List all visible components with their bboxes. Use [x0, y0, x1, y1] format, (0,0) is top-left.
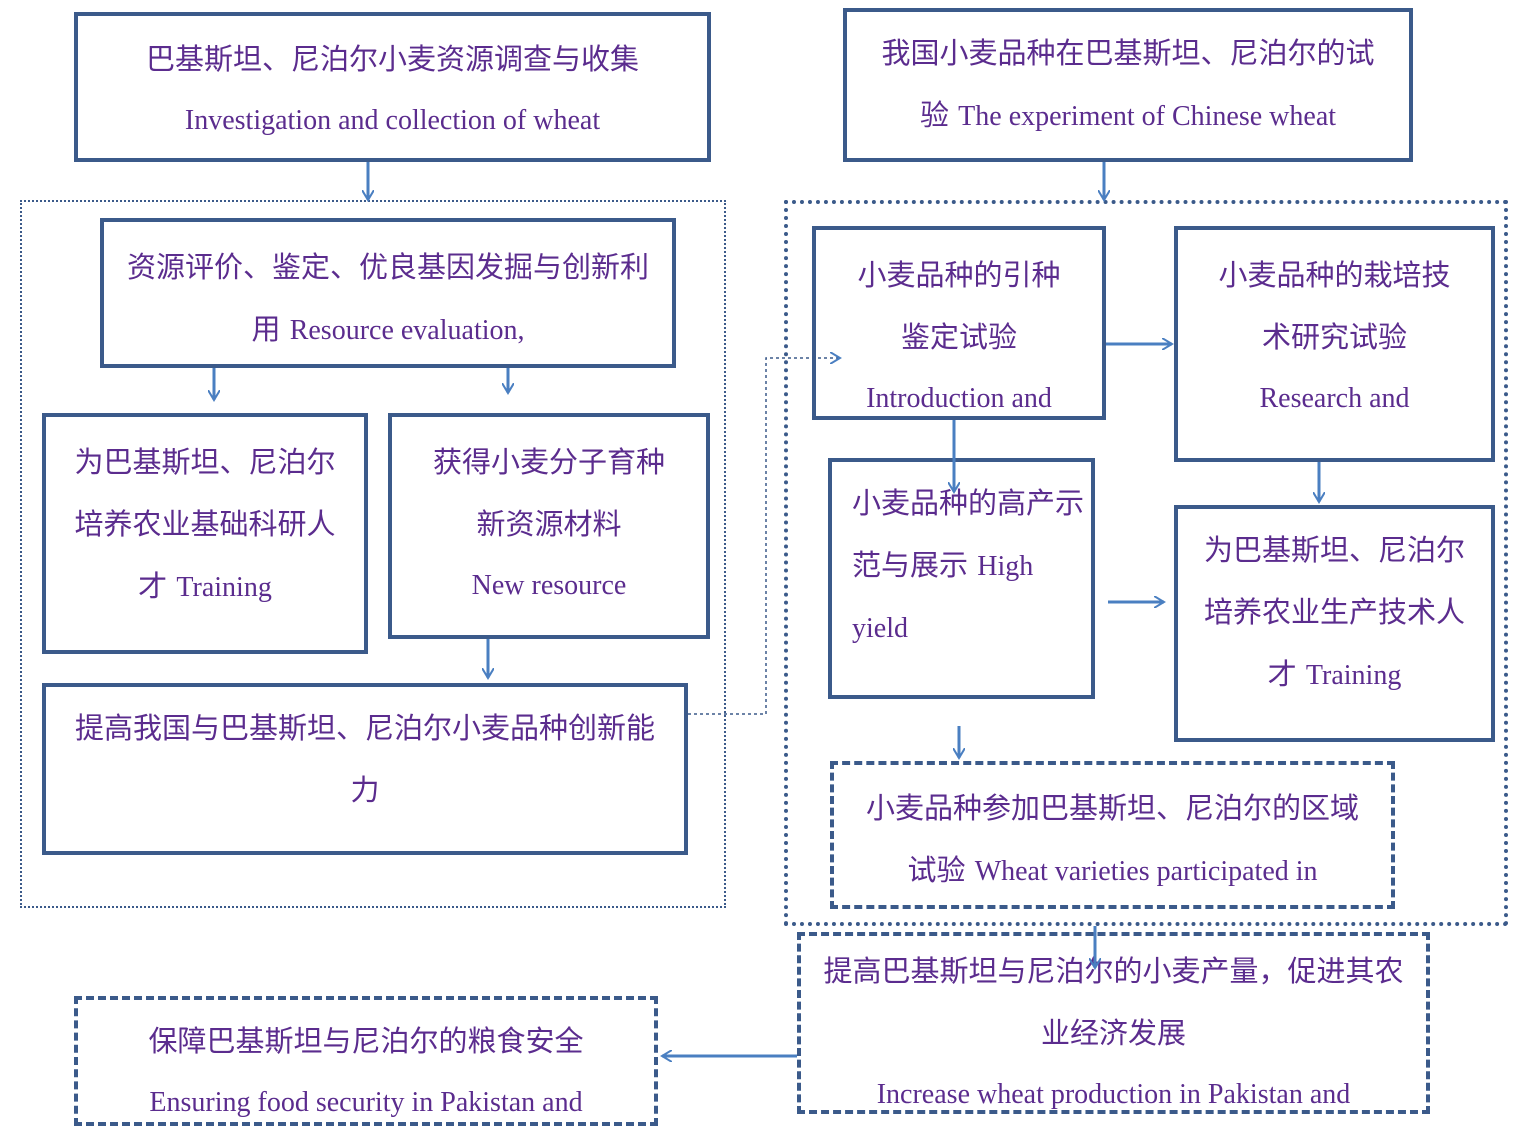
arrow-innovation-introduction-dotted: [688, 358, 840, 715]
collection-en: Investigation and collection of wheat: [184, 105, 601, 136]
regional-trial-zh: 小麦品种参加巴基斯坦、尼泊尔的区域试验: [865, 791, 1359, 887]
training-production-box: 为巴基斯坦、尼泊尔培养农业生产技术人才 Training: [1174, 505, 1495, 742]
high-yield-en1: High: [977, 551, 1034, 582]
cultivation-zh: 小麦品种的栽培技术研究试验: [1218, 258, 1451, 354]
training-production-zh: 为巴基斯坦、尼泊尔培养农业生产技术人才: [1204, 533, 1466, 691]
production-box: 提高巴基斯坦与尼泊尔的小麦产量，促进其农业经济发展 Increase wheat…: [797, 932, 1430, 1114]
cultivation-en: Research and: [1259, 383, 1410, 414]
evaluation-en: Resource evaluation,: [289, 315, 525, 346]
training-research-en: Training: [176, 572, 272, 603]
high-yield-zh: 小麦品种的高产示范与展示: [852, 486, 1085, 582]
evaluation-box: 资源评价、鉴定、优良基因发掘与创新利用 Resource evaluation,: [100, 218, 676, 368]
food-security-en: Ensuring food security in Pakistan and: [149, 1087, 583, 1118]
experiment-box: 我国小麦品种在巴基斯坦、尼泊尔的试验 The experiment of Chi…: [843, 8, 1413, 162]
food-security-box: 保障巴基斯坦与尼泊尔的粮食安全 Ensuring food security i…: [74, 996, 658, 1126]
evaluation-zh: 资源评价、鉴定、优良基因发掘与创新利用: [126, 250, 649, 346]
collection-zh: 巴基斯坦、尼泊尔小麦资源调查与收集: [145, 42, 639, 76]
innovation-box: 提高我国与巴基斯坦、尼泊尔小麦品种创新能力: [42, 683, 688, 855]
experiment-en: The experiment of Chinese wheat: [958, 101, 1337, 132]
cultivation-box: 小麦品种的栽培技术研究试验 Research and: [1174, 226, 1495, 462]
training-production-en: Training: [1305, 660, 1402, 691]
food-security-zh: 保障巴基斯坦与尼泊尔的粮食安全: [148, 1024, 584, 1058]
experiment-zh: 我国小麦品种在巴基斯坦、尼泊尔的试验: [881, 36, 1375, 132]
introduction-en: Introduction and: [866, 383, 1052, 414]
collection-box: 巴基斯坦、尼泊尔小麦资源调查与收集 Investigation and coll…: [74, 12, 711, 162]
production-zh: 提高巴基斯坦与尼泊尔的小麦产量，促进其农业经济发展: [823, 954, 1404, 1050]
training-research-box: 为巴基斯坦、尼泊尔培养农业基础科研人才 Training: [42, 413, 368, 654]
high-yield-box: 小麦品种的高产示范与展示 High yield: [828, 458, 1095, 699]
high-yield-en2: yield: [852, 613, 908, 644]
regional-trial-en: Wheat varieties participated in: [974, 856, 1318, 887]
introduction-zh: 小麦品种的引种鉴定试验: [857, 258, 1061, 354]
innovation-zh: 提高我国与巴基斯坦、尼泊尔小麦品种创新能力: [74, 711, 655, 807]
regional-trial-box: 小麦品种参加巴基斯坦、尼泊尔的区域试验 Wheat varieties part…: [830, 761, 1395, 909]
new-resource-en: New resource: [471, 570, 627, 601]
training-research-zh: 为巴基斯坦、尼泊尔培养农业基础科研人才: [74, 445, 336, 603]
new-resource-zh: 获得小麦分子育种新资源材料: [432, 445, 665, 541]
new-resource-box: 获得小麦分子育种新资源材料 New resource: [388, 413, 710, 639]
production-en: Increase wheat production in Pakistan an…: [876, 1079, 1351, 1110]
introduction-box: 小麦品种的引种鉴定试验 Introduction and: [812, 226, 1106, 420]
